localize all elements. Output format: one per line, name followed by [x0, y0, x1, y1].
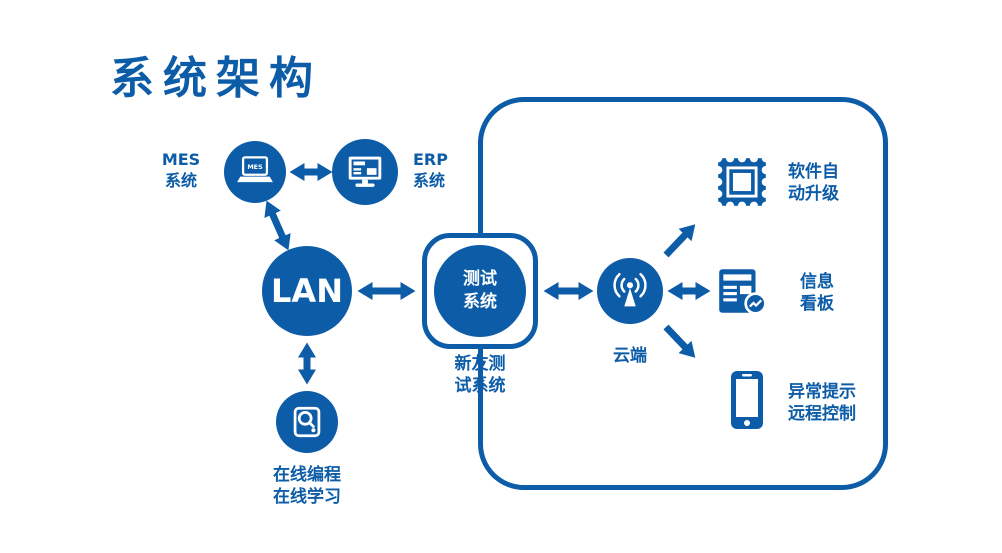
- upgrade-label-line1: 软件自: [788, 162, 839, 182]
- mes-label: MES 系统: [150, 150, 212, 192]
- stamp-icon: [714, 154, 770, 210]
- mes-node: MES: [224, 141, 286, 203]
- online-label-line2: 在线学习: [273, 487, 341, 508]
- upgrade-label: 软件自 动升级: [788, 161, 839, 205]
- online-label: 在线编程 在线学习: [253, 464, 361, 508]
- erp-label-line2: 系统: [413, 170, 446, 190]
- erp-node: [332, 139, 398, 205]
- test-system-circle: 测试 系统: [434, 245, 526, 337]
- lan-node: LAN: [262, 246, 352, 336]
- drive-search-icon: [293, 406, 321, 438]
- online-label-line1: 在线编程: [273, 465, 341, 485]
- online-node: [276, 391, 338, 453]
- remote-label: 异常提示 远程控制: [788, 381, 856, 425]
- mes-screen-text: MES: [247, 163, 263, 171]
- mes-label-line2: 系统: [164, 170, 197, 190]
- mes-label-line1: MES: [161, 150, 201, 169]
- erp-label: ERP 系统: [413, 150, 448, 192]
- test-circle-line1: 测试: [463, 269, 497, 290]
- cloud-label-text: 云端: [613, 346, 647, 366]
- cloud-label: 云端: [598, 345, 662, 367]
- upgrade-label-line2: 动升级: [788, 184, 839, 205]
- test-caption-line1: 新友测: [454, 354, 506, 374]
- broadcast-icon: [613, 272, 647, 307]
- cloud-node: [597, 258, 663, 324]
- laptop-icon: MES: [237, 156, 273, 183]
- monitor-icon: [348, 156, 382, 187]
- board-label: 信息 看板: [800, 271, 834, 315]
- remote-label-line2: 远程控制: [788, 404, 856, 425]
- remote-label-line1: 异常提示: [788, 382, 856, 402]
- phone-icon: [731, 371, 763, 429]
- test-system-node: 测试 系统: [422, 233, 538, 349]
- test-circle-line2: 系统: [463, 292, 497, 312]
- dashboard-icon: [719, 269, 767, 315]
- erp-label-line1: ERP: [413, 150, 448, 169]
- arrow-mes-lan: [264, 200, 291, 251]
- lan-label: LAN: [271, 272, 343, 310]
- test-system-caption: 新友测 试系统: [426, 353, 534, 397]
- test-caption-line2: 试系统: [454, 376, 506, 397]
- page-title: 系统架构: [110, 53, 322, 104]
- board-label-line1: 信息: [800, 272, 834, 292]
- board-label-line2: 看板: [800, 294, 834, 315]
